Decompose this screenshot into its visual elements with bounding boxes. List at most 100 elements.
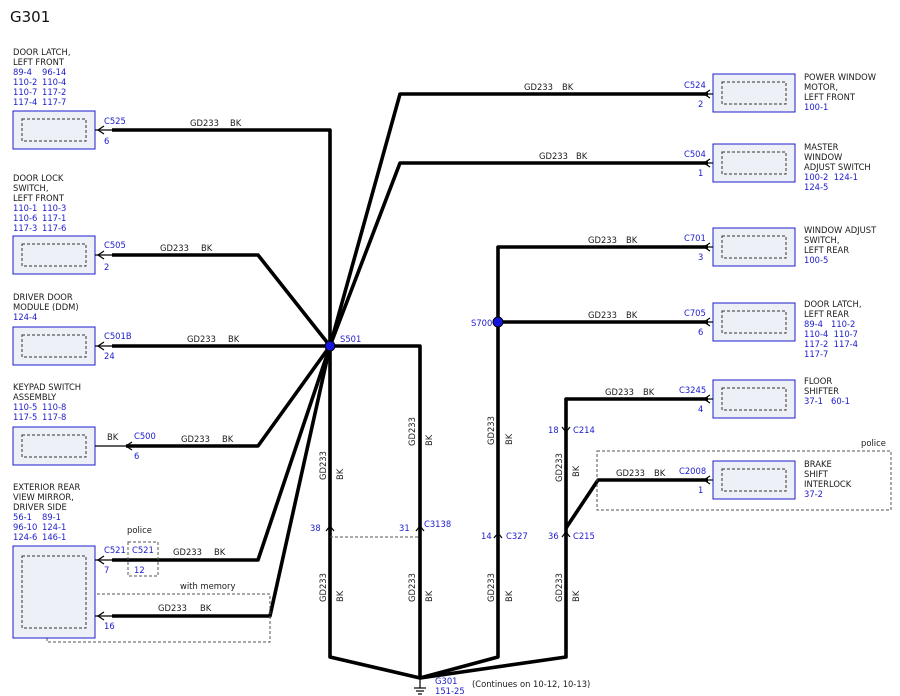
wire-label-c500-circuit: GD233	[181, 434, 210, 444]
connector-c521-police: C521	[132, 545, 154, 555]
component-box-ddm	[12, 326, 96, 366]
pin-c501b: 24	[104, 351, 115, 361]
wire-c521-s501	[112, 345, 332, 562]
wire-label-c2008-color: BK	[654, 468, 666, 478]
wire-label-c521m-color: BK	[200, 603, 212, 613]
wire-c2008-c215	[564, 478, 708, 529]
right-components: POWER WINDOW MOTOR, LEFT FRONT 100-1 MAS…	[679, 72, 879, 500]
vlabel-c215-color: BK	[571, 590, 581, 602]
pin-c215: 36	[548, 531, 559, 541]
ground-note: (Continues on 10-12, 10-13)	[472, 679, 590, 689]
component-refs-floor-shifter: 37-1 60-1	[804, 396, 850, 406]
wire-label-c505-circuit: GD233	[160, 243, 189, 253]
ground-ref: 151-25	[435, 686, 465, 696]
connector-c521: C521	[104, 545, 126, 555]
connector-c525: C525	[104, 116, 126, 126]
wire-label-c505-color: BK	[201, 243, 213, 253]
wire-labels-horizontal: GD233 BK GD233 BK GD233 BK GD233 BK GD23…	[158, 82, 666, 613]
component-refs-master-switch: 100-2 124-1 124-5	[804, 172, 861, 192]
dashed-lines	[46, 450, 892, 643]
component-name-brake-interlock: BRAKE SHIFT INTERLOCK	[804, 459, 852, 489]
wire-c701-s700	[496, 245, 708, 322]
wire-label-c525-circuit: GD233	[190, 118, 219, 128]
component-inner-ddm	[21, 334, 87, 358]
wire-label-c500-color: BK	[222, 434, 234, 444]
component-name-ddm: DRIVER DOOR MODULE (DDM)	[13, 292, 79, 312]
component-inner-window-adjust-lr	[721, 235, 787, 259]
splice-s700-dot	[492, 316, 504, 328]
wire-label-c524-color: BK	[562, 82, 574, 92]
wire-s501-c3138b	[330, 344, 422, 678]
wire-label-c504-circuit: GD233	[539, 151, 568, 161]
wire-label-c524-circuit: GD233	[524, 82, 553, 92]
vlabel-s700-lower-color: BK	[504, 590, 514, 602]
pin-c525: 6	[104, 136, 109, 146]
vlabel-s700-lower-circuit: GD233	[486, 573, 496, 602]
connector-c504: C504	[684, 149, 706, 159]
police-box-c2008	[596, 450, 892, 511]
pin-c214: 18	[548, 425, 559, 435]
diagram-title: G301	[10, 8, 50, 26]
vlabel-c3138-lower-circuit: GD233	[407, 573, 417, 602]
component-refs-door-latch-lr: 89-4 110-2 110-4 110-7 117-2 117-4 117-7	[804, 319, 858, 359]
pin-c521: 7	[104, 565, 109, 575]
component-refs-brake-interlock: 37-2	[804, 489, 823, 499]
component-name-window-adjust-lr: WINDOW ADJUST SWITCH, LEFT REAR	[804, 225, 879, 255]
police-box-c521	[127, 541, 159, 577]
vlabel-s501-lower-circuit: GD233	[318, 573, 328, 602]
wire-label-c705-color: BK	[626, 310, 638, 320]
component-box-keypad	[12, 426, 96, 466]
vlabel-c3138-lower-color: BK	[424, 590, 434, 602]
connector-c214: C214	[573, 425, 595, 435]
wire-s501-c524	[328, 92, 708, 347]
pin-c504: 1	[698, 168, 703, 178]
component-inner-door-lock-switch	[21, 243, 87, 267]
vlabel-c214-color: BK	[571, 465, 581, 477]
splice-s501-label: S501	[340, 334, 361, 344]
component-box-master-switch	[712, 143, 796, 183]
vlabel-c214-circuit: GD233	[554, 453, 564, 482]
wire-s501-c504	[328, 161, 708, 347]
component-inner-door-latch-lr	[721, 310, 787, 334]
note-with-memory: with memory	[180, 581, 235, 591]
connector-c524: C524	[684, 80, 706, 90]
connector-c505: C505	[104, 240, 126, 250]
pin-c327: 14	[481, 531, 492, 541]
wire-label-c504-color: BK	[576, 151, 588, 161]
component-inner-door-latch-lf	[21, 118, 87, 142]
component-name-keypad: KEYPAD SWITCH ASSEMBLY	[13, 382, 84, 402]
pin-c524: 2	[698, 99, 703, 109]
wire-label-c2008-circuit: GD233	[616, 468, 645, 478]
wire-label-c701-circuit: GD233	[588, 235, 617, 245]
component-name-pw-motor: POWER WINDOW MOTOR, LEFT FRONT	[804, 72, 879, 102]
component-box-door-latch-lf	[12, 110, 96, 150]
component-refs-window-adjust-lr: 100-5	[804, 255, 828, 265]
vlabel-c3138-upper-color: BK	[424, 434, 434, 446]
pin-c705: 6	[698, 327, 703, 337]
component-name-mirror: EXTERIOR REAR VIEW MIRROR, DRIVER SIDE	[13, 482, 83, 512]
component-box-door-latch-lr	[712, 302, 796, 342]
wire-label-c3245-circuit: GD233	[605, 387, 634, 397]
component-name-door-lock-switch: DOOR LOCK SWITCH, LEFT FRONT	[13, 173, 66, 203]
ground-label: G301	[435, 676, 457, 686]
wire-label-c521-color: BK	[214, 547, 226, 557]
component-box-mirror	[12, 545, 96, 639]
component-inner-pw-motor	[721, 81, 787, 105]
component-box-pw-motor	[712, 73, 796, 113]
component-name-door-latch-lf: DOOR LATCH, LEFT FRONT	[13, 47, 73, 67]
connector-c501b: C501B	[104, 331, 132, 341]
splice-s700-label: S700	[471, 318, 492, 328]
connector-c327: C327	[506, 531, 528, 541]
wire-c525-s501	[112, 128, 332, 346]
wire-s700-ground	[419, 322, 500, 680]
vlabel-s700-upper-color: BK	[504, 433, 514, 445]
wire-label-c501b-color: BK	[228, 334, 240, 344]
ground-icon	[414, 678, 426, 695]
wire-label-c521-circuit: GD233	[173, 547, 202, 557]
component-inner-keypad	[21, 434, 87, 458]
component-refs-pw-motor: 100-1	[804, 102, 828, 112]
splice-s501-dot	[324, 340, 336, 352]
vlabel-c3138-upper-circuit: GD233	[407, 417, 417, 446]
